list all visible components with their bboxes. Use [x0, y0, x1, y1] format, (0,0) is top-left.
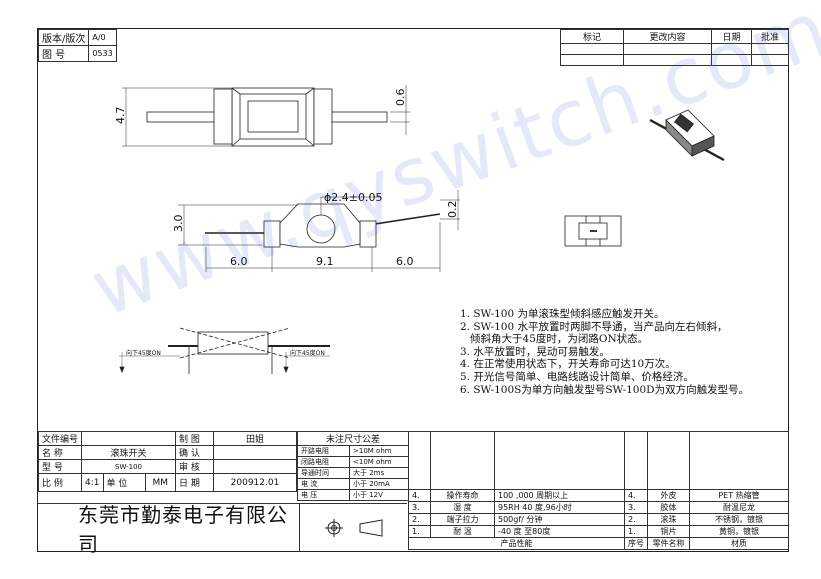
- end-view: [564, 215, 622, 247]
- dim-seg2: 9.1: [316, 255, 334, 268]
- note-1: 1. SW-100 为单滚珠型倾斜感应触发开关。: [460, 308, 665, 320]
- note-6: 6. SW-100S为单方向触发型号SW-100D为双方向触发型号。: [460, 383, 750, 396]
- file-no-label: 文件编号: [37, 431, 83, 446]
- company-name: 东莞市勤泰电子有限公司: [78, 502, 288, 556]
- tilt-view: [119, 327, 330, 374]
- drawing-no-value: 0533: [88, 45, 117, 62]
- date-label: 日 期: [175, 473, 214, 492]
- note-3: 3. 水平放置时，晃动可易触发。: [460, 345, 610, 358]
- review-value: [213, 459, 297, 474]
- part-v-1: 耐温尼龙: [689, 501, 789, 514]
- side-view: [178, 190, 460, 272]
- revision-table: 标记 更改内容 日期 批准: [560, 29, 789, 66]
- parts-h-no: 序号: [624, 537, 648, 550]
- spec-table: 4. 操作寿命 100 ,000 周期以上 4. 外皮 PET 热缩管 3. 湿…: [408, 431, 789, 550]
- dim-seg3: 6.0: [396, 255, 414, 268]
- company-block: 东莞市勤泰电子有限公司: [38, 503, 300, 556]
- model-label: 型 号: [37, 459, 83, 474]
- dim-width: 4.7: [114, 107, 127, 125]
- name-value: 滚珠开关: [81, 445, 176, 460]
- isometric-view: [649, 109, 725, 162]
- elec-v-3: 小于 20mA: [349, 478, 409, 490]
- note-2: 2. SW-100 水平放置时两脚不导通，当产品向左右倾斜，: [460, 320, 728, 333]
- projection-cone-icon: [359, 518, 382, 537]
- note-4: 4. 在正常使用状态下，开关寿命可达10万次。: [460, 358, 676, 371]
- part-v-3: 黄铜，镀银: [689, 525, 789, 538]
- scale-value: 4:1: [81, 473, 104, 492]
- elec-k-4: 电 压: [297, 489, 350, 501]
- perf-n-0: 4.: [408, 489, 431, 502]
- electrical-specs: 未注尺寸公差 开路电阻>10M ohm 闭路电阻<10M ohm 导通时间大于 …: [297, 431, 409, 501]
- draw-value: 田姐: [213, 431, 297, 446]
- elec-v-2: 大于 2ms: [349, 467, 409, 479]
- dim-lead: 0.2: [446, 201, 459, 219]
- tilt-left-label: 向下45度ON: [126, 349, 161, 357]
- confirm-value: [213, 445, 297, 460]
- projection-circle-icon: [324, 518, 343, 537]
- perf-n-2: 2.: [408, 513, 431, 526]
- review-label: 审 核: [175, 459, 214, 474]
- perf-k-1: 湿 度: [430, 501, 495, 514]
- date-value: 200912.01: [213, 473, 297, 492]
- version-block: 版本/版次 A/0 图 号 0533: [37, 29, 117, 62]
- dim-height: 3.0: [172, 215, 185, 233]
- part-n-3: 1.: [624, 525, 648, 538]
- perf-n-3: 1.: [408, 525, 431, 538]
- dim-thickness: 0.6: [394, 89, 407, 107]
- part-k-3: 铜片: [647, 525, 690, 538]
- info-block: 文件编号 制 图 田姐 名 称 滚珠开关 确 认 型 号 SW-100 审 核 …: [37, 431, 297, 492]
- perf-v-2: 500gf/ 分钟: [494, 513, 625, 526]
- note-2b: 倾斜角大于45度时，为闭路ON状态。: [460, 333, 649, 346]
- perf-v-3: -40 度 至80度: [494, 525, 625, 538]
- perf-n-1: 3.: [408, 501, 431, 514]
- tilt-right-label: 向下45度ON: [290, 349, 325, 357]
- note-5: 5. 开光信号简单、电路线路设计简单、价格经济。: [460, 370, 694, 383]
- confirm-label: 确 认: [175, 445, 214, 460]
- scale-label: 比 例: [37, 473, 83, 492]
- part-k-1: 胶体: [647, 501, 690, 514]
- dim-diameter: ϕ2.4±0.05: [324, 191, 382, 204]
- part-k-2: 滚珠: [647, 513, 690, 526]
- elec-v-4: 小于 12V: [349, 489, 409, 501]
- perf-v-1: 95RH 40 度,96小时: [494, 501, 625, 514]
- unit-label: 单 位: [102, 473, 146, 492]
- dim-seg1: 6.0: [230, 255, 248, 268]
- part-k-0: 外皮: [647, 489, 690, 502]
- part-v-0: PET 热缩管: [689, 489, 789, 502]
- elec-k-0: 开路电阻: [297, 445, 350, 457]
- part-v-2: 不锈钢，镀银: [689, 513, 789, 526]
- electrical-header: 未注尺寸公差: [297, 431, 409, 446]
- draw-label: 制 图: [175, 431, 214, 446]
- elec-v-0: >10M ohm: [349, 445, 409, 457]
- elec-v-1: <10M ohm: [349, 456, 409, 468]
- perf-k-3: 耐 温: [430, 525, 495, 538]
- elec-k-3: 电 流: [297, 478, 350, 490]
- elec-k-2: 导通时间: [297, 467, 350, 479]
- drawing-frame: [37, 28, 789, 552]
- notes-block: 1. SW-100 为单滚珠型倾斜感应触发开关。 2. SW-100 水平放置时…: [460, 308, 749, 396]
- perf-v-0: 100 ,000 周期以上: [494, 489, 625, 502]
- parts-h-material: 材质: [689, 537, 789, 550]
- elec-k-1: 闭路电阻: [297, 456, 350, 468]
- part-n-1: 3.: [624, 501, 648, 514]
- part-n-0: 4.: [624, 489, 648, 502]
- perf-k-2: 端子拉力: [430, 513, 495, 526]
- name-label: 名 称: [37, 445, 83, 460]
- parts-h-name: 零件名称: [647, 537, 690, 550]
- part-n-2: 2.: [624, 513, 648, 526]
- file-no-value: [81, 431, 176, 446]
- model-value: SW-100: [81, 459, 176, 474]
- top-view: [122, 85, 410, 147]
- perf-k-0: 操作寿命: [430, 489, 495, 502]
- perf-footer: 产品性能: [408, 537, 625, 550]
- unit-value: MM: [144, 473, 176, 492]
- projection-symbol: [300, 503, 407, 551]
